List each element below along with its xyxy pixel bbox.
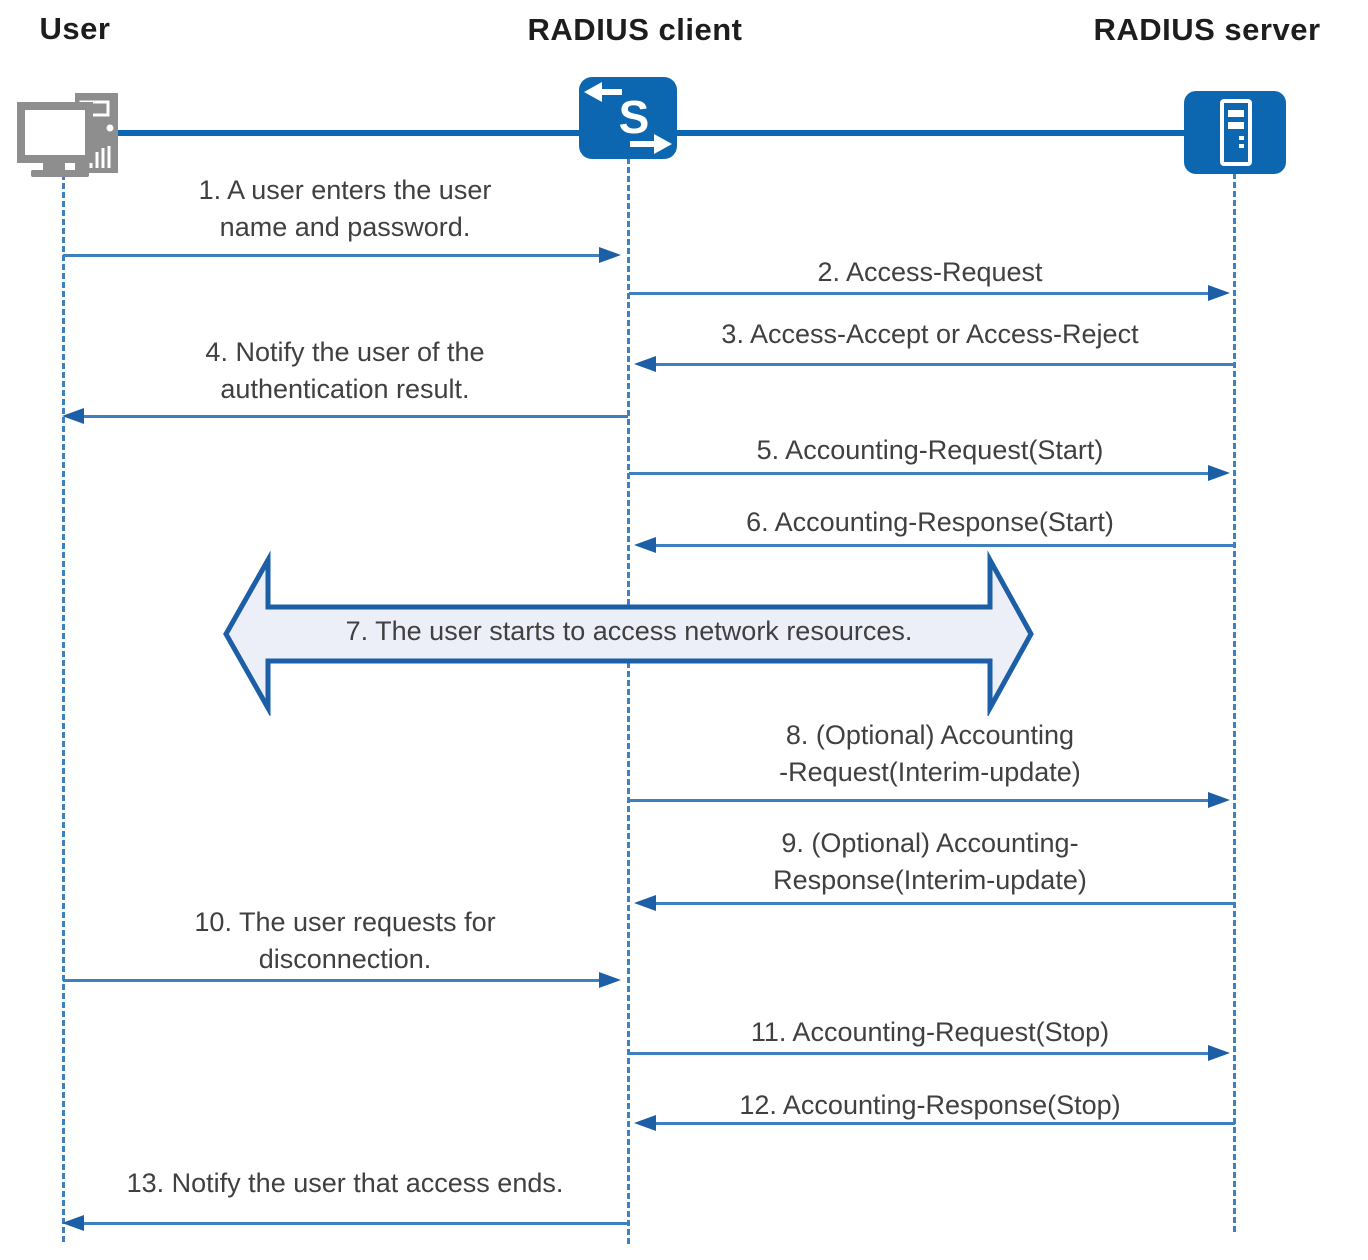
arrow-shaft <box>63 979 605 982</box>
arrow-head <box>62 1215 84 1231</box>
message-label-5: 5. Accounting-Request(Start) <box>756 435 1104 465</box>
message-label-10: 10. The user requests for disconnection. <box>194 907 496 974</box>
message-label-12: 12. Accounting-Response(Stop) <box>739 1090 1121 1120</box>
banner-arrow <box>223 550 1034 716</box>
arrow-shaft <box>63 254 605 257</box>
message-arrow-13 <box>62 1215 628 1231</box>
message-arrow-4 <box>62 408 628 424</box>
arrow-shaft <box>78 415 628 418</box>
arrow-head <box>599 247 621 263</box>
message-label-3: 3. Access-Accept or Access-Reject <box>721 319 1139 349</box>
message-label-2: 2. Access-Request <box>817 257 1043 287</box>
arrow-head <box>1208 792 1230 808</box>
message-arrow-3 <box>634 356 1235 372</box>
arrow-head <box>634 537 656 553</box>
arrow-head <box>1208 465 1230 481</box>
message-label-7: 7. The user starts to access network res… <box>345 616 913 646</box>
arrow-shaft <box>78 1222 628 1225</box>
lifeline-user <box>62 174 65 1242</box>
arrow-head <box>62 408 84 424</box>
arrow-shaft <box>629 1052 1214 1055</box>
lifeline-radius-client <box>627 158 630 1244</box>
arrow-shaft <box>650 544 1235 547</box>
lifeline-radius-server <box>1233 173 1236 1232</box>
message-label-13: 13. Notify the user that access ends. <box>126 1168 564 1198</box>
message-arrow-1 <box>63 247 621 263</box>
computer-icon <box>15 90 119 178</box>
arrow-head <box>634 1115 656 1131</box>
arrow-shaft <box>629 799 1214 802</box>
message-label-6: 6. Accounting-Response(Start) <box>746 507 1114 537</box>
switch-icon: S <box>578 76 678 160</box>
svg-text:S: S <box>619 91 650 143</box>
message-arrow-9 <box>634 895 1235 911</box>
message-arrow-8 <box>629 792 1230 808</box>
arrow-head <box>599 972 621 988</box>
message-label-11: 11. Accounting-Request(Stop) <box>750 1017 1110 1047</box>
message-label-1: 1. A user enters the user name and passw… <box>198 175 492 242</box>
arrow-head <box>634 895 656 911</box>
arrow-shaft <box>650 363 1235 366</box>
actor-label-radius-server: RADIUS server <box>1093 12 1321 47</box>
arrow-shaft <box>650 1122 1235 1125</box>
message-arrow-6 <box>634 537 1235 553</box>
arrow-head <box>1208 1045 1230 1061</box>
message-arrow-5 <box>629 465 1230 481</box>
message-arrow-10 <box>63 972 621 988</box>
message-arrow-2 <box>629 285 1230 301</box>
message-label-8: 8. (Optional) Accounting -Request(Interi… <box>779 720 1081 787</box>
server-icon <box>1183 90 1287 175</box>
arrow-shaft <box>650 902 1235 905</box>
arrow-head <box>634 356 656 372</box>
arrow-shaft <box>629 472 1214 475</box>
arrow-shaft <box>629 292 1214 295</box>
message-label-4: 4. Notify the user of the authentication… <box>205 337 485 404</box>
actor-label-user: User <box>39 11 111 46</box>
message-arrow-11 <box>629 1045 1230 1061</box>
actor-label-radius-client: RADIUS client <box>527 12 743 47</box>
arrow-head <box>1208 285 1230 301</box>
message-label-9: 9. (Optional) Accounting- Response(Inter… <box>773 828 1087 895</box>
message-arrow-12 <box>634 1115 1235 1131</box>
